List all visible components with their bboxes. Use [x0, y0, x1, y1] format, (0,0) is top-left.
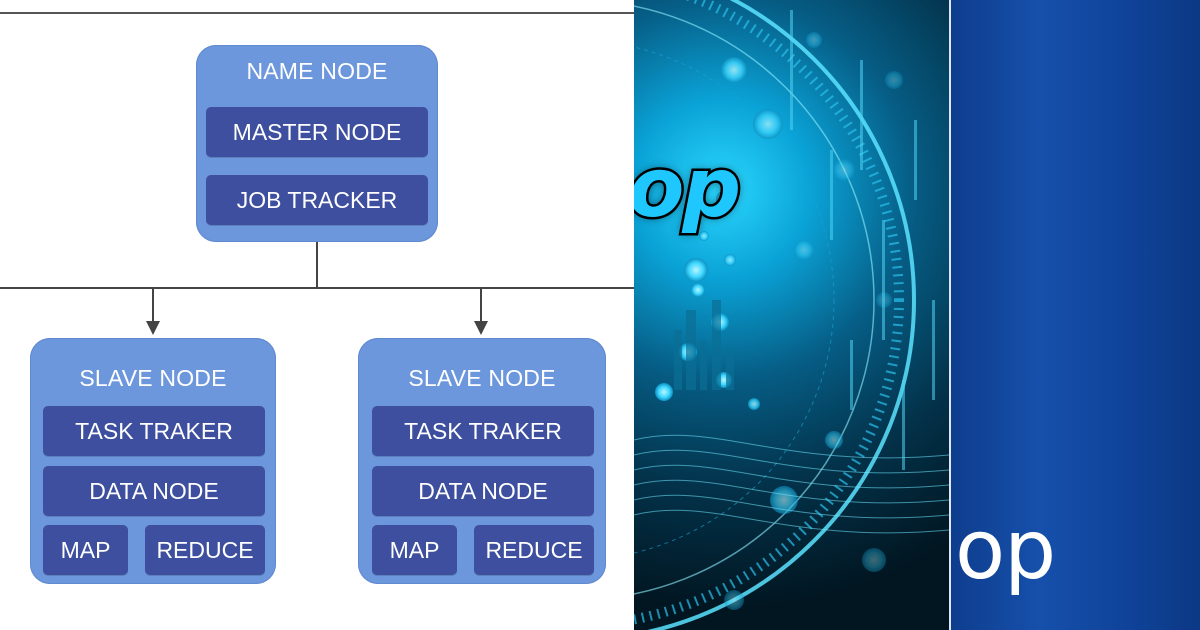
task-tracker-box: TASK TRAKER [43, 406, 265, 456]
partial-logo-text: op [955, 503, 1056, 598]
reduce-box: REDUCE [145, 525, 265, 575]
city-silhouette [674, 300, 734, 390]
slave-node-box: SLAVE NODE TASK TRAKER DATA NODE MAP RED… [30, 338, 276, 584]
sphere-ring [634, 0, 904, 625]
slave-node-title: SLAVE NODE [408, 365, 556, 391]
sphere-ring [646, 0, 916, 630]
cyber-sphere-panel: op [634, 0, 949, 630]
diagram-connectors [0, 12, 634, 335]
master-node-box: MASTER NODE [206, 107, 428, 157]
reduce-box: REDUCE [474, 525, 594, 575]
task-tracker-box: TASK TRAKER [372, 406, 594, 456]
data-node-box: DATA NODE [372, 466, 594, 516]
sphere-ring [634, 46, 835, 554]
mesh-wave [634, 434, 949, 534]
binary-streaks [790, 10, 935, 470]
cyber-sphere-graphic [634, 0, 949, 630]
job-tracker-box: JOB TRACKER [206, 175, 428, 225]
hadoop-architecture-diagram: NAME NODE MASTER NODE JOB TRACKER SLAVE … [0, 12, 634, 584]
slave-node-box: SLAVE NODE TASK TRAKER DATA NODE MAP RED… [358, 338, 606, 584]
sphere-ring [634, 5, 875, 595]
blue-logo-panel: op [949, 0, 1200, 630]
name-node-title: NAME NODE [246, 58, 388, 84]
slave-node-title: SLAVE NODE [79, 365, 227, 391]
name-node-box: NAME NODE MASTER NODE JOB TRACKER [196, 45, 438, 242]
map-box: MAP [372, 525, 457, 575]
data-node-box: DATA NODE [43, 466, 265, 516]
partial-logo-text: op [634, 141, 744, 236]
map-box: MAP [43, 525, 128, 575]
